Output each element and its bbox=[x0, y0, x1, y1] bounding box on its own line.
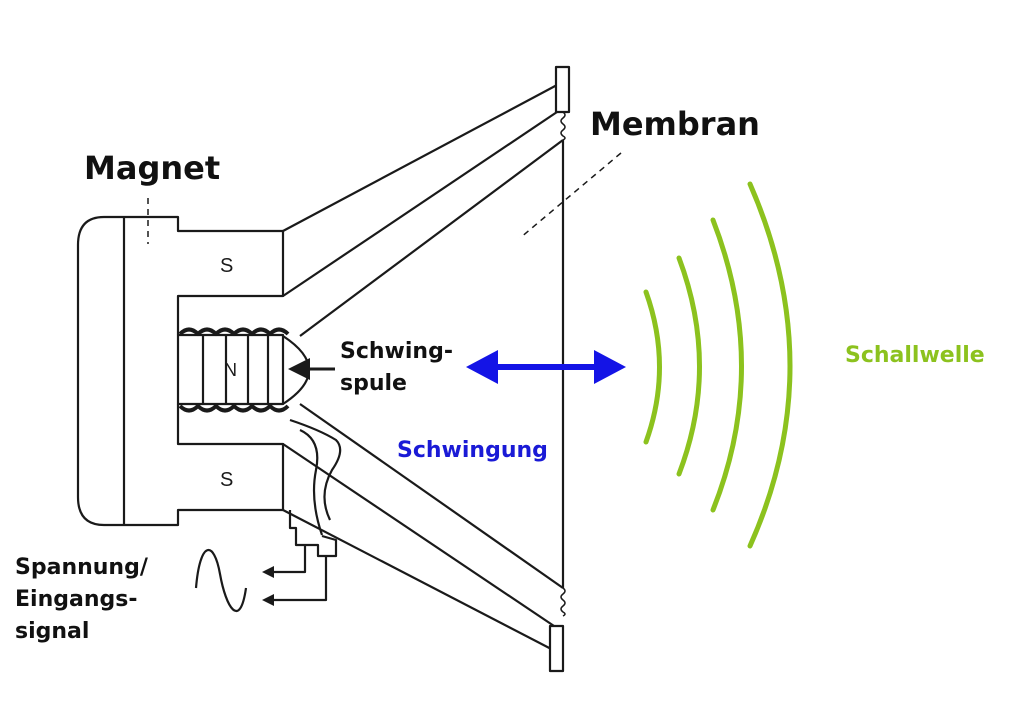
pole-s-bottom: S bbox=[220, 469, 233, 491]
arrow-left-icon bbox=[262, 566, 274, 606]
surround-bottom bbox=[560, 587, 566, 617]
signal-wire-2 bbox=[272, 556, 328, 602]
schwingspule-line-1: Schwing- bbox=[340, 339, 453, 364]
center-pole bbox=[176, 333, 285, 406]
voice-coil-top bbox=[178, 327, 290, 336]
double-arrow-icon bbox=[466, 350, 626, 384]
schwingspule-line-2: spule bbox=[340, 371, 407, 396]
terminal-block bbox=[288, 510, 338, 558]
frame-bottom-outer bbox=[282, 509, 558, 653]
signal-wire-1 bbox=[272, 545, 307, 574]
magnet-label: Magnet bbox=[84, 149, 221, 187]
cone-bottom bbox=[299, 403, 564, 589]
membran-label: Membran bbox=[590, 105, 760, 143]
membran-leader bbox=[519, 152, 622, 239]
sound-wave bbox=[643, 181, 793, 549]
voice-coil-bottom bbox=[178, 404, 290, 413]
lead-wire-2 bbox=[299, 428, 324, 536]
spannung-line-2: Eingangs- bbox=[15, 587, 138, 612]
schwingung-label: Schwingung bbox=[397, 438, 548, 463]
magnet-back bbox=[76, 215, 124, 527]
frame-top-inner bbox=[282, 111, 558, 297]
coil-pointer-arrow bbox=[288, 358, 335, 380]
pole-n: N bbox=[224, 360, 237, 380]
spannung-line-1: Spannung/ bbox=[15, 555, 148, 580]
gasket-bottom bbox=[548, 624, 565, 673]
schallwelle-label: Schallwelle bbox=[845, 343, 985, 368]
spannung-label: Spannung/ Eingangs- signal bbox=[15, 552, 148, 648]
surround-top bbox=[560, 111, 566, 141]
gasket-top bbox=[554, 65, 571, 114]
frame-top-outer bbox=[282, 84, 558, 232]
cone-top bbox=[299, 139, 564, 337]
lower-pole-piece bbox=[124, 404, 285, 527]
spannung-line-3: signal bbox=[15, 619, 90, 644]
lead-wire bbox=[289, 418, 342, 521]
schwingspule-label: Schwing- spule bbox=[340, 336, 453, 400]
pole-s-top: S bbox=[220, 255, 233, 277]
sine-wave-icon bbox=[194, 549, 248, 613]
